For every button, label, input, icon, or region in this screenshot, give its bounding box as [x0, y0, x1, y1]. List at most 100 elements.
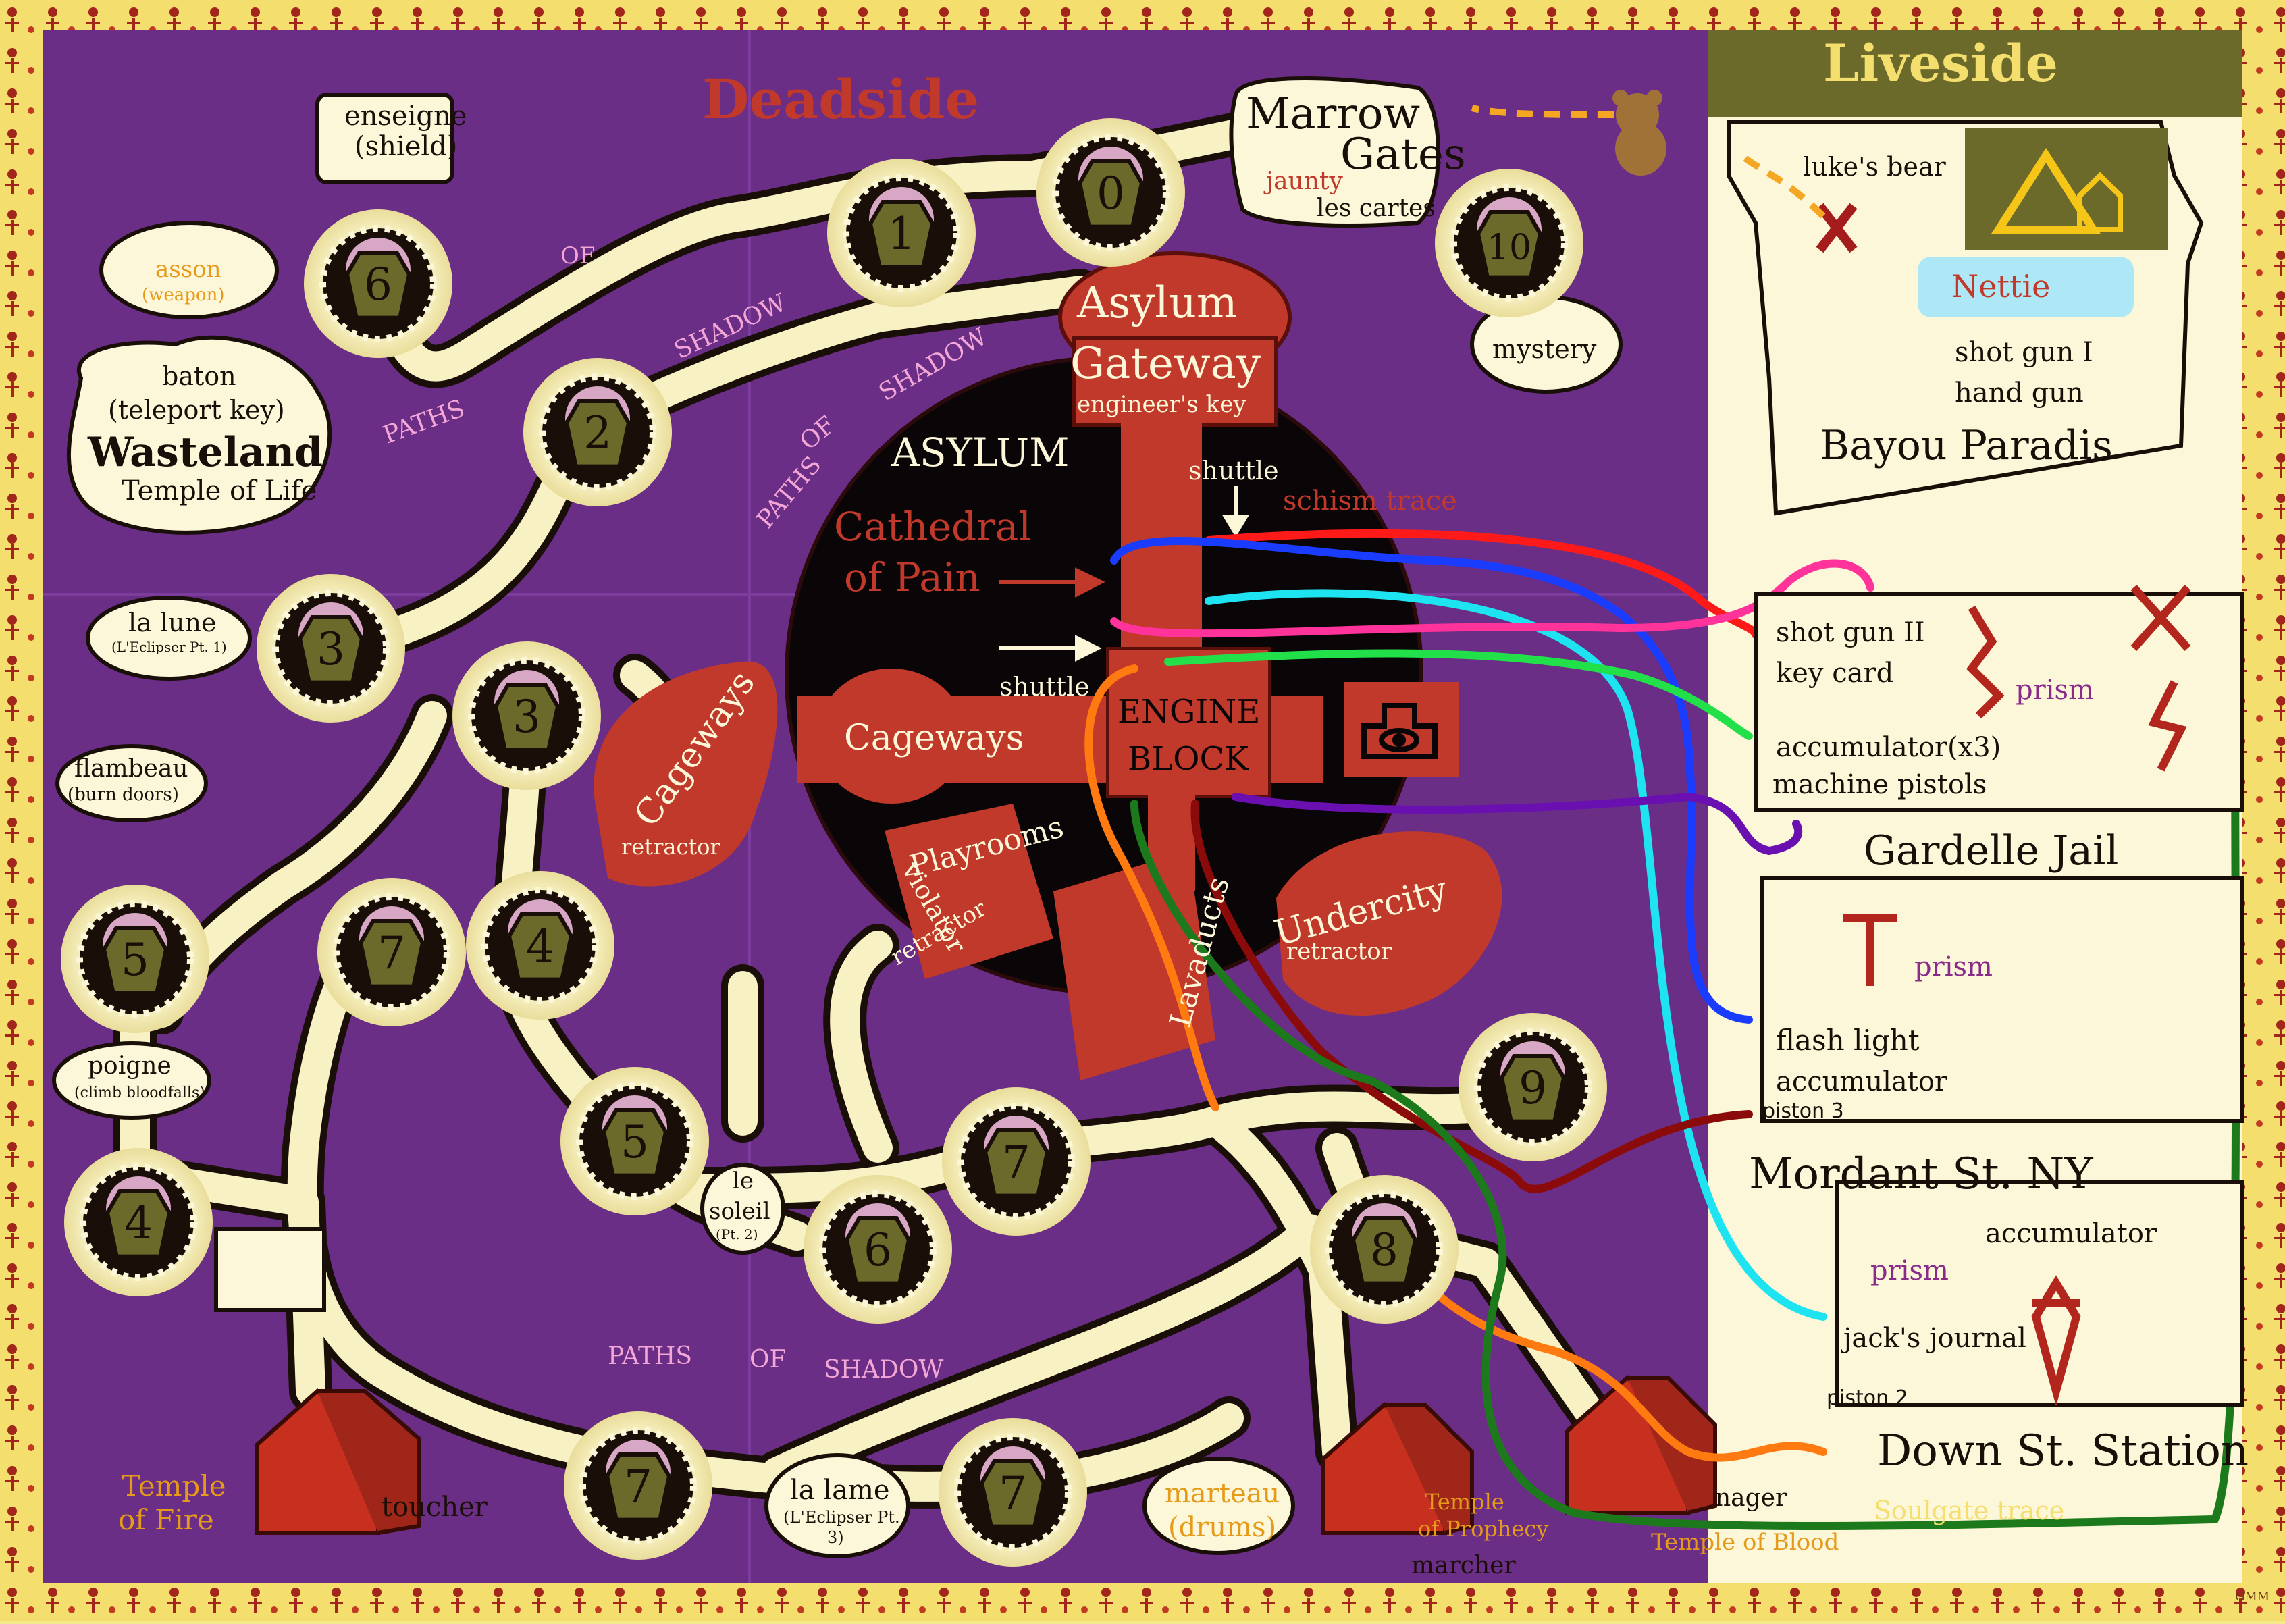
house-icon	[1965, 128, 2168, 250]
la-lame-label: la lame	[790, 1475, 890, 1506]
coffin-icon	[1350, 1216, 1418, 1286]
temple-fire-label-2: of Fire	[118, 1503, 214, 1536]
cross-rune-icon	[2130, 585, 2191, 651]
bolt-rune-icon	[2148, 680, 2187, 772]
coffin-icon	[506, 912, 574, 982]
coffin-icon	[1499, 1054, 1567, 1124]
of-label: OF	[560, 242, 595, 269]
teleport-key-label: (teleport key)	[108, 395, 285, 425]
gate-number: 4	[526, 920, 554, 972]
teddy-bear-icon	[1612, 90, 1666, 176]
marrow-label: Marrow	[1246, 89, 1420, 139]
shot-gun-2-label: shot gun II	[1776, 617, 1925, 648]
liveside-zones	[1471, 90, 2244, 1407]
temple-houses	[255, 1374, 1717, 1535]
soulgate-gate-4-center: 4	[466, 871, 614, 1020]
engine-label: ENGINE	[1118, 693, 1260, 731]
soulgate-gate-5-center: 5	[560, 1067, 709, 1215]
gate-number: 7	[999, 1467, 1027, 1519]
gate-number: 6	[364, 259, 392, 311]
toucher-label: toucher	[382, 1492, 488, 1523]
coffin-icon	[358, 919, 425, 989]
temple-prophecy-label-2: of Prophecy	[1418, 1516, 1548, 1542]
temple-prophecy-label: Temple	[1425, 1489, 1504, 1515]
nettie-highlight	[1918, 257, 2134, 317]
coffin-icon	[105, 1189, 172, 1259]
lukes-bear-label: luke's bear	[1803, 152, 1947, 182]
drums-label: (drums)	[1168, 1512, 1276, 1543]
poigne-label: poigne	[88, 1052, 172, 1080]
machine-pistols-label: machine pistols	[1772, 769, 1987, 800]
burn-doors-label: (burn doors)	[68, 785, 179, 805]
shot-gun-1-label: shot gun I	[1955, 337, 2093, 368]
soulgate-gate-6-bottom: 6	[804, 1175, 952, 1324]
flash-light-label: flash light	[1776, 1024, 1920, 1057]
shield-label: (shield)	[354, 131, 457, 162]
weapon-label: (weapon)	[142, 285, 224, 305]
coffin-icon	[564, 399, 631, 469]
coffin-icon	[101, 926, 169, 995]
eclipser-3b-label: 3)	[827, 1528, 844, 1547]
down-st-panel	[1835, 1180, 2244, 1407]
shuttle-label-2: shuttle	[999, 672, 1090, 702]
asson-label: asson	[155, 256, 221, 283]
soulgate-gate-2: 2	[523, 358, 672, 506]
flambeau-label: flambeau	[74, 755, 188, 783]
shuttle-arrows	[999, 486, 1250, 662]
soulgate-gate-4-left: 4	[64, 1148, 213, 1296]
coffin-icon	[1475, 210, 1543, 280]
route-cyan	[1205, 589, 1827, 1321]
temple-fire-label: Temple	[122, 1469, 226, 1502]
cathedral-label-2: of Pain	[844, 554, 980, 600]
mordant-label: Mordant St. NY	[1749, 1149, 2093, 1199]
temple-blood-label: Temple of Blood	[1651, 1529, 1839, 1556]
soulgate-gate-1: 1	[827, 159, 976, 307]
key-card-label: key card	[1776, 658, 1893, 689]
dagger-rune-icon	[2031, 1275, 2081, 1407]
bayou-label: Bayou Paradis	[1820, 422, 2113, 469]
soulgate-gate-10: 10	[1435, 169, 1583, 317]
coffin-icon	[601, 1108, 668, 1178]
paths-label-3: PATHS	[608, 1342, 692, 1370]
gate-number: 6	[864, 1224, 892, 1276]
gate-number: 7	[624, 1461, 652, 1513]
route-green-light	[1164, 649, 1753, 740]
shuttle-label: shuttle	[1188, 456, 1279, 486]
mystery-label: mystery	[1492, 334, 1597, 364]
block-label: BLOCK	[1128, 740, 1249, 778]
label-blobs	[52, 76, 1623, 1558]
gate-number: 1	[887, 208, 916, 260]
gate-number: 5	[121, 934, 149, 986]
route-lines	[1084, 529, 2240, 1530]
soulgate-gate-0-marrow: 0	[1036, 118, 1185, 267]
cathedral-arrow-icon	[999, 567, 1105, 598]
gateway-room-label: Gateway	[1070, 339, 1261, 389]
route-pink	[1110, 559, 1874, 638]
asylum-room-label: Asylum	[1076, 278, 1238, 328]
temple-of-fire-icon	[255, 1388, 421, 1535]
nettie-label: Nettie	[1951, 268, 2050, 305]
soulgate-gate-7-bottom-right: 7	[939, 1418, 1087, 1567]
engineers-key-label: engineer's key	[1077, 391, 1246, 418]
labels: Deadside Liveside ASYLUM Asylum Gateway …	[68, 33, 2269, 1604]
x-marker-icon	[1816, 203, 1858, 253]
deadside-title: Deadside	[702, 68, 979, 131]
coffin-icon	[344, 251, 412, 320]
climb-bloodfalls-label: (climb bloodfalls)	[74, 1084, 205, 1101]
signature: GMM	[2235, 1590, 2269, 1604]
wasteland-label: Wasteland	[87, 429, 323, 476]
liveside-title: Liveside	[1823, 33, 2058, 93]
cathedral-label: Cathedral	[834, 504, 1031, 550]
gates-label: Gates	[1340, 130, 1466, 180]
la-lune-label: la lune	[128, 608, 216, 637]
hand-gun-label: hand gun	[1955, 377, 2084, 409]
marteau-label: marteau	[1165, 1478, 1280, 1509]
route-blue	[1110, 537, 1753, 1024]
gate-number: 7	[377, 927, 406, 979]
soulgate-gate-5-left: 5	[61, 885, 209, 1033]
coffin-icon	[297, 615, 365, 685]
mordant-panel	[1760, 876, 2244, 1123]
soulgate-gate-3-center: 3	[452, 641, 601, 790]
